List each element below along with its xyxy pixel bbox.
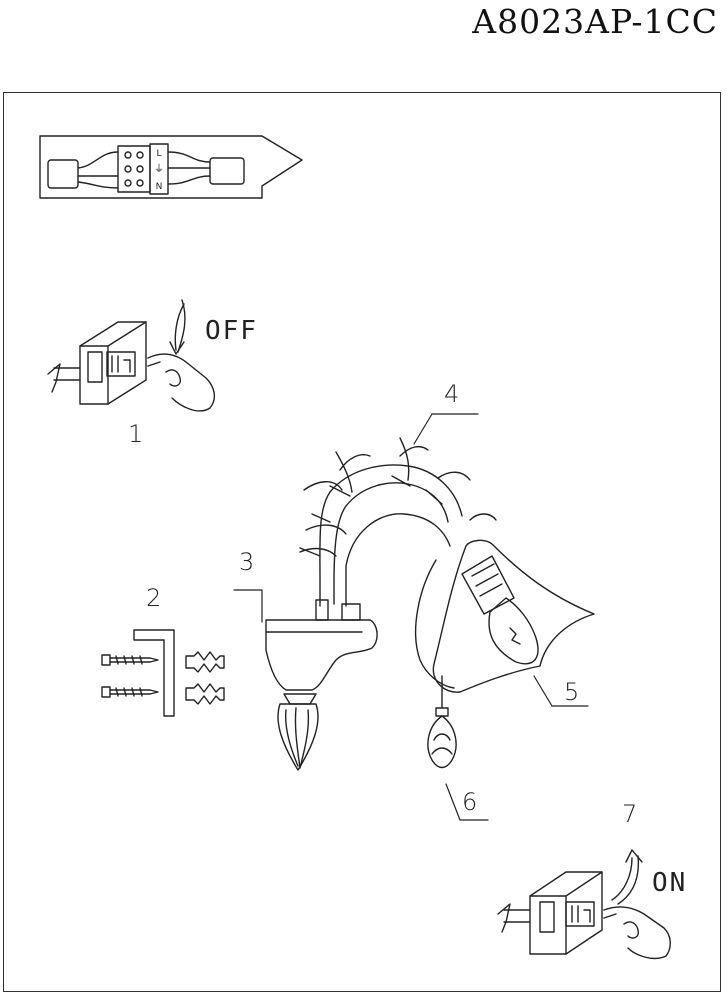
mounting-bracket-icon — [133, 629, 175, 717]
wall-switch-on-icon — [497, 871, 603, 955]
terminal-l-label: L — [156, 149, 161, 159]
off-label: OFF — [205, 316, 258, 346]
hand-pressing-icon — [603, 906, 671, 960]
plug-right-icon — [209, 157, 245, 185]
callout-7: 7 — [622, 800, 638, 828]
callout-6: 6 — [462, 788, 478, 816]
screw-icon — [101, 654, 159, 666]
callout-5: 5 — [564, 678, 580, 706]
callout-4: 4 — [444, 380, 460, 408]
terminal-earth-label: ⏚ — [154, 163, 164, 175]
socket-icon — [461, 555, 515, 615]
threaded-rod-icon — [315, 599, 329, 621]
arrow-down-icon — [169, 299, 186, 355]
instruction-frame — [3, 92, 721, 992]
wiring-terminal-diagram — [39, 135, 303, 199]
terminal-block-icon — [117, 145, 151, 193]
terminal-n-label: N — [156, 182, 163, 192]
callout-2: 2 — [146, 584, 162, 612]
callout-3: 3 — [239, 548, 255, 576]
decorative-arm-icon — [299, 437, 497, 621]
model-code: A8023AP-1CC — [472, 2, 718, 41]
screw-icon — [101, 686, 159, 698]
wall-anchor-icon — [185, 651, 225, 673]
lamp-shade-icon — [414, 539, 595, 693]
wall-switch-off-icon — [47, 321, 147, 405]
on-label: ON — [652, 868, 688, 898]
callout-1: 1 — [128, 420, 144, 448]
mounting-hardware-icon — [101, 629, 225, 717]
wall-anchor-icon — [185, 683, 225, 705]
hand-pressing-icon — [147, 353, 216, 412]
wall-plate-icon — [265, 619, 378, 705]
pendant-drop-icon — [427, 675, 457, 769]
callout-leaders — [233, 413, 589, 821]
arrow-up-icon — [611, 849, 643, 905]
finial-icon — [277, 703, 319, 771]
light-bulb-icon — [488, 597, 539, 665]
plug-left-icon — [47, 159, 79, 189]
